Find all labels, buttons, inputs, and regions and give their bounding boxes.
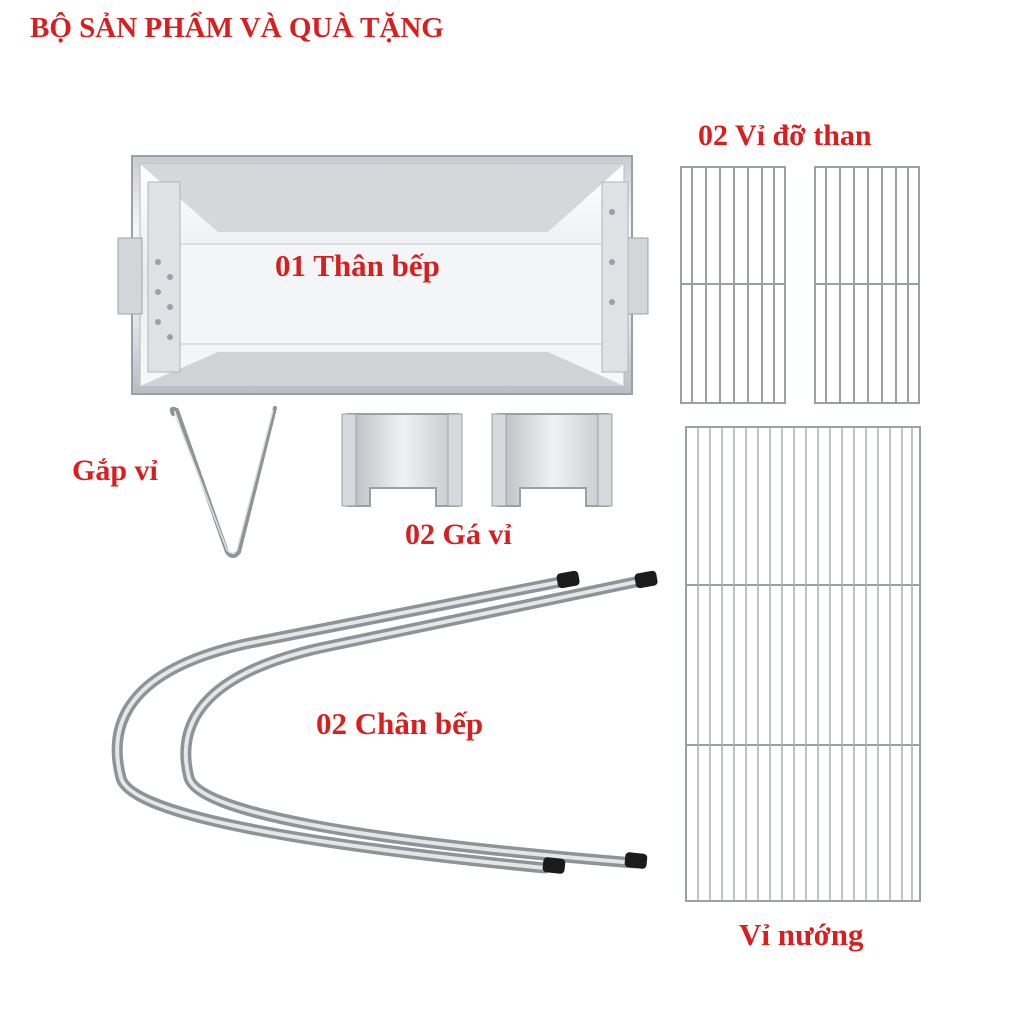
stove-body-label: 01 Thân bếp bbox=[275, 248, 440, 283]
stove-legs-image bbox=[111, 570, 658, 874]
grill-holders-label: 02 Gá vỉ bbox=[405, 518, 512, 551]
charcoal-rack-left-image bbox=[680, 166, 786, 404]
grill-rack-label: Vỉ nướng bbox=[739, 917, 864, 952]
tongs-label: Gắp vỉ bbox=[72, 454, 158, 487]
page-title: BỘ SẢN PHẨM VÀ QUÀ TẶNG bbox=[30, 12, 444, 44]
charcoal-rack-right-image bbox=[814, 166, 920, 404]
stove-body-image bbox=[117, 155, 649, 395]
grill-holder-right-image bbox=[491, 413, 613, 507]
tongs-image bbox=[169, 406, 277, 558]
stove-legs-label: 02 Chân bếp bbox=[316, 706, 484, 741]
grill-rack-image bbox=[685, 426, 921, 902]
grill-holder-left-image bbox=[341, 413, 463, 507]
charcoal-racks-label: 02 Vỉ đỡ than bbox=[698, 119, 872, 152]
